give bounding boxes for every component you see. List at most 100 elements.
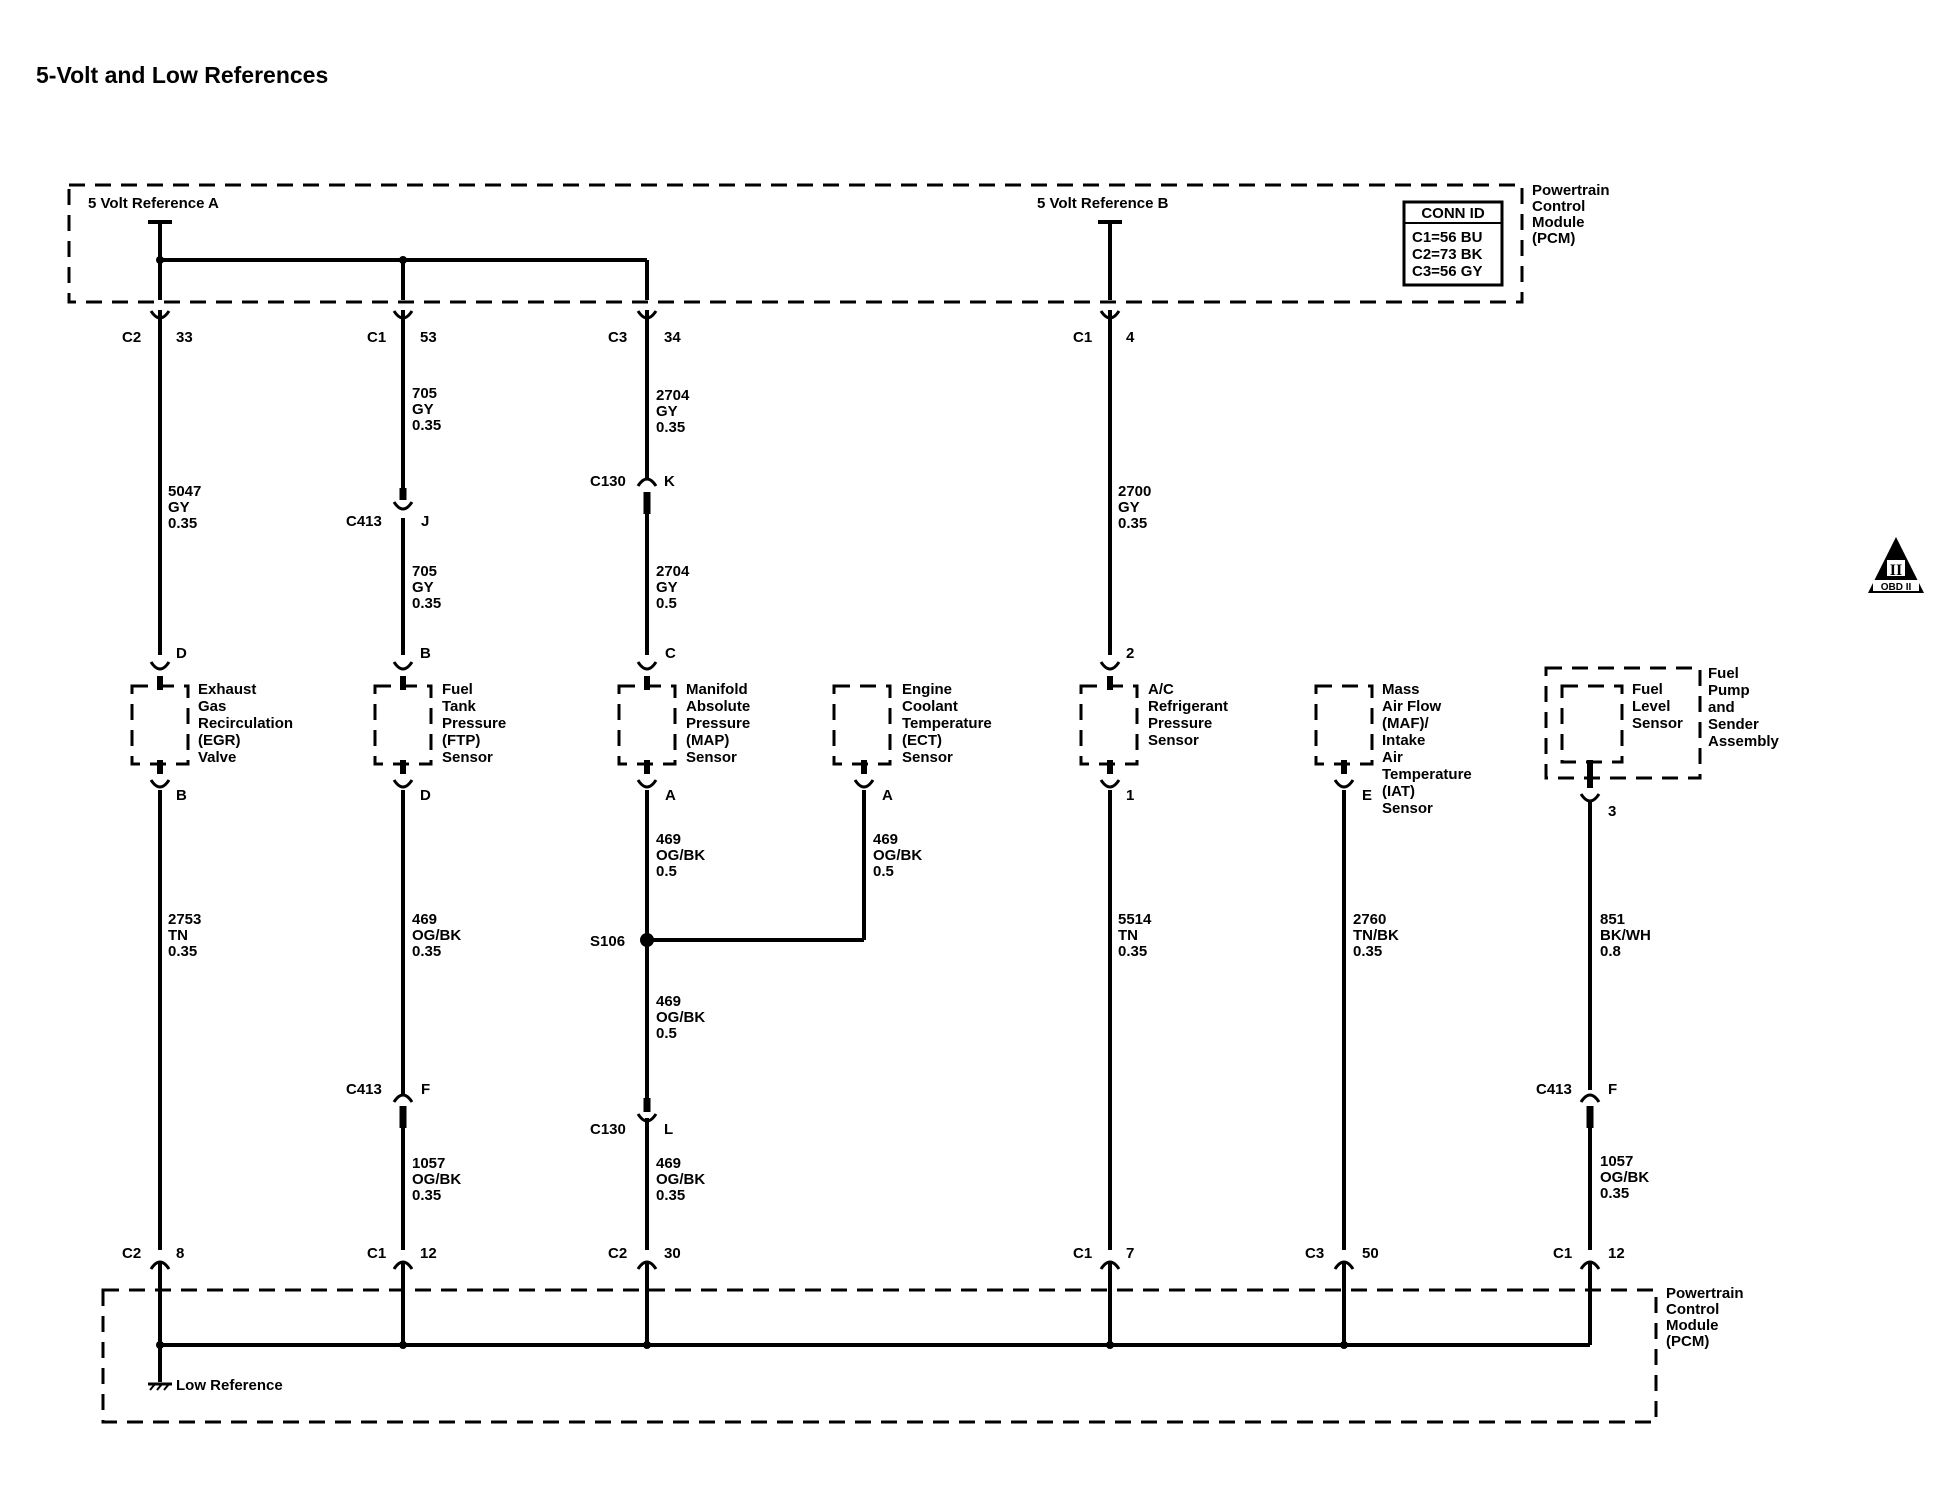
conn-label: C1 bbox=[367, 329, 386, 346]
svg-text:C413: C413 bbox=[346, 1081, 382, 1098]
svg-text:C413: C413 bbox=[1536, 1081, 1572, 1098]
conn-id-row: C3=56 GY bbox=[1412, 263, 1482, 280]
inline-connector-c413-j: C413 J bbox=[346, 488, 429, 530]
svg-text:2704: 2704 bbox=[656, 387, 690, 404]
conn-id-row: C1=56 BU bbox=[1412, 229, 1482, 246]
svg-text:0.35: 0.35 bbox=[412, 417, 441, 434]
svg-text:D: D bbox=[176, 645, 187, 662]
wire-labels: 5047 GY 0.35 705 GY 0.35 705 GY 0.35 270… bbox=[168, 385, 1651, 1204]
svg-text:3: 3 bbox=[1608, 803, 1616, 820]
svg-text:Pump: Pump bbox=[1708, 682, 1750, 699]
svg-text:Intake: Intake bbox=[1382, 732, 1425, 749]
svg-text:Fuel: Fuel bbox=[1708, 665, 1739, 682]
svg-text:Sensor: Sensor bbox=[1382, 800, 1433, 817]
svg-text:Sender: Sender bbox=[1708, 716, 1759, 733]
conn-id-row: C2=73 BK bbox=[1412, 246, 1483, 263]
conn-label: C3 bbox=[1305, 1245, 1324, 1262]
svg-text:OBD II: OBD II bbox=[1881, 582, 1912, 593]
svg-text:Module: Module bbox=[1532, 214, 1585, 231]
svg-text:469: 469 bbox=[656, 1155, 681, 1172]
svg-text:0.35: 0.35 bbox=[412, 595, 441, 612]
svg-text:0.35: 0.35 bbox=[1353, 943, 1382, 960]
svg-text:Recirculation: Recirculation bbox=[198, 715, 293, 732]
svg-text:F: F bbox=[421, 1081, 430, 1098]
inline-connector-c130-l: C130 L bbox=[590, 1098, 673, 1138]
svg-text:2753: 2753 bbox=[168, 911, 201, 928]
pin-label: 50 bbox=[1362, 1245, 1379, 1262]
pcm-bottom-outline bbox=[101, 1288, 1658, 1424]
svg-text:Air Flow: Air Flow bbox=[1382, 698, 1441, 715]
inline-connector-c130-k: C130 K bbox=[590, 473, 675, 514]
svg-text:Fuel: Fuel bbox=[442, 681, 473, 698]
splice-label: S106 bbox=[590, 933, 625, 950]
pin-label: 12 bbox=[420, 1245, 437, 1262]
svg-text:Fuel: Fuel bbox=[1632, 681, 1663, 698]
svg-text:705: 705 bbox=[412, 563, 437, 580]
svg-text:0.35: 0.35 bbox=[1600, 1185, 1629, 1202]
svg-text:Assembly: Assembly bbox=[1708, 733, 1780, 750]
top-pin-labels: C2 33 C1 53 C3 34 C1 4 bbox=[122, 329, 1135, 346]
svg-text:0.8: 0.8 bbox=[1600, 943, 1621, 960]
component-ac-pressure-sensor: 2 1 A/C Refrigerant Pressure Sensor bbox=[1079, 645, 1228, 804]
pin-label: 34 bbox=[664, 329, 681, 346]
svg-text:(PCM): (PCM) bbox=[1666, 1333, 1709, 1350]
svg-text:5047: 5047 bbox=[168, 483, 201, 500]
svg-text:2: 2 bbox=[1126, 645, 1134, 662]
svg-text:L: L bbox=[664, 1121, 673, 1138]
component-maf-iat-sensor: E Mass Air Flow (MAF)/ Intake Air Temper… bbox=[1314, 681, 1472, 817]
svg-text:Engine: Engine bbox=[902, 681, 952, 698]
ref-b-label: 5 Volt Reference B bbox=[1037, 195, 1169, 212]
svg-text:1: 1 bbox=[1126, 787, 1134, 804]
pin-label: 30 bbox=[664, 1245, 681, 1262]
svg-text:Gas: Gas bbox=[198, 698, 226, 715]
svg-text:Air: Air bbox=[1382, 749, 1403, 766]
svg-text:0.5: 0.5 bbox=[873, 863, 894, 880]
pcm-bottom-label: Powertrain Control Module (PCM) bbox=[1666, 1285, 1744, 1350]
svg-text:C: C bbox=[665, 645, 676, 662]
svg-text:0.35: 0.35 bbox=[412, 943, 441, 960]
svg-text:5514: 5514 bbox=[1118, 911, 1152, 928]
svg-text:TN: TN bbox=[168, 927, 188, 944]
svg-text:Pressure: Pressure bbox=[442, 715, 506, 732]
svg-text:Pressure: Pressure bbox=[1148, 715, 1212, 732]
bottom-pin-labels: C2 8 C1 12 C2 30 C1 7 C3 50 C1 12 bbox=[122, 1245, 1625, 1262]
svg-text:C130: C130 bbox=[590, 473, 626, 490]
svg-text:C413: C413 bbox=[346, 513, 382, 530]
svg-text:(ECT): (ECT) bbox=[902, 732, 942, 749]
conn-label: C1 bbox=[1073, 329, 1092, 346]
svg-text:Temperature: Temperature bbox=[902, 715, 992, 732]
low-reference-label: Low Reference bbox=[176, 1377, 283, 1394]
svg-text:OG/BK: OG/BK bbox=[873, 847, 922, 864]
svg-text:D: D bbox=[420, 787, 431, 804]
svg-text:TN: TN bbox=[1118, 927, 1138, 944]
conn-label: C1 bbox=[1073, 1245, 1092, 1262]
component-map-sensor: C A Manifold Absolute Pressure (MAP) Sen… bbox=[617, 645, 750, 804]
svg-text:Exhaust: Exhaust bbox=[198, 681, 256, 698]
svg-text:Absolute: Absolute bbox=[686, 698, 750, 715]
svg-text:OG/BK: OG/BK bbox=[656, 1009, 705, 1026]
component-egr-valve: D B Exhaust Gas Recirculation (EGR) Valv… bbox=[130, 645, 293, 804]
svg-text:C130: C130 bbox=[590, 1121, 626, 1138]
svg-text:Refrigerant: Refrigerant bbox=[1148, 698, 1228, 715]
splice-s106 bbox=[640, 933, 654, 947]
svg-text:Pressure: Pressure bbox=[686, 715, 750, 732]
svg-text:Level: Level bbox=[1632, 698, 1670, 715]
component-fuel-pump-assembly: Fuel Pump and Sender Assembly bbox=[1544, 665, 1780, 780]
svg-text:469: 469 bbox=[873, 831, 898, 848]
pin-label: 7 bbox=[1126, 1245, 1134, 1262]
inline-connector-c413-f-2: C413 F bbox=[1536, 1081, 1617, 1128]
svg-text:Powertrain: Powertrain bbox=[1666, 1285, 1744, 1302]
svg-text:1057: 1057 bbox=[412, 1155, 445, 1172]
svg-text:Mass: Mass bbox=[1382, 681, 1420, 698]
svg-text:705: 705 bbox=[412, 385, 437, 402]
pin-label: 53 bbox=[420, 329, 437, 346]
svg-text:Sensor: Sensor bbox=[1632, 715, 1683, 732]
svg-text:OG/BK: OG/BK bbox=[656, 1171, 705, 1188]
svg-text:K: K bbox=[664, 473, 675, 490]
svg-text:1057: 1057 bbox=[1600, 1153, 1633, 1170]
ground-icon bbox=[148, 1345, 172, 1391]
svg-text:469: 469 bbox=[656, 993, 681, 1010]
svg-text:Temperature: Temperature bbox=[1382, 766, 1472, 783]
svg-text:GY: GY bbox=[168, 499, 190, 516]
